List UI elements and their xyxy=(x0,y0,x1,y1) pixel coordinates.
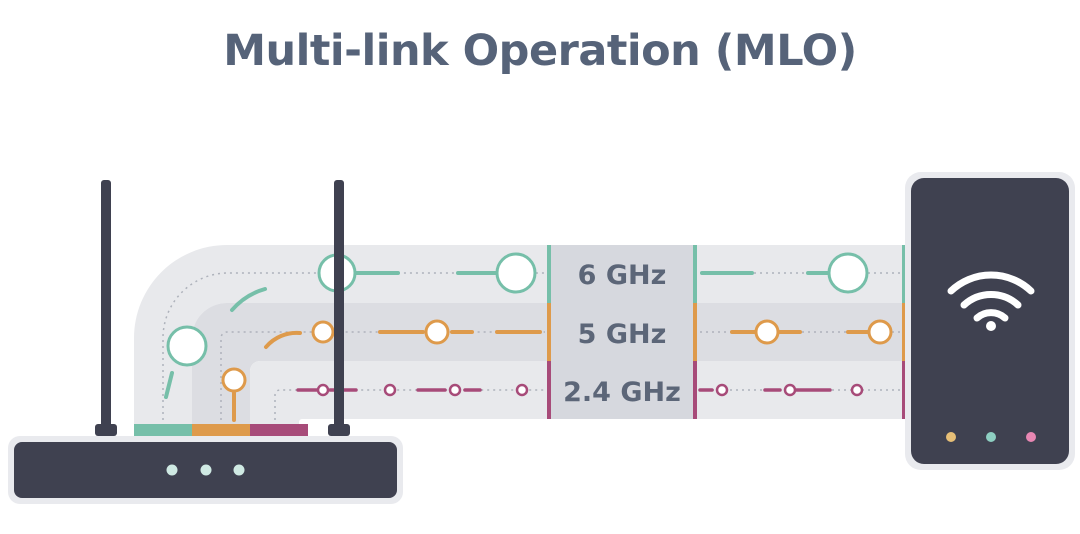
band-label-6ghz: 6 GHz xyxy=(578,260,667,291)
band-label-24ghz: 2.4 GHz xyxy=(563,377,681,408)
router-led xyxy=(200,464,212,476)
band-5ghz-track xyxy=(192,303,910,435)
packet-node xyxy=(424,319,450,345)
packet-node xyxy=(715,383,729,397)
antenna-right xyxy=(334,180,344,434)
packet-node xyxy=(783,383,797,397)
packet-node xyxy=(754,319,780,345)
packet-node xyxy=(495,252,537,294)
band-24ghz-links xyxy=(296,383,864,397)
band-6ghz-links xyxy=(164,252,869,399)
router-icon xyxy=(8,180,403,504)
packet-node xyxy=(827,252,869,294)
device-led xyxy=(1026,432,1036,442)
packet-node xyxy=(867,319,893,345)
band-6ghz-track xyxy=(134,245,910,435)
packet-node xyxy=(166,325,208,367)
packet-node xyxy=(383,383,397,397)
router-led xyxy=(233,464,245,476)
device-led xyxy=(986,432,996,442)
device-led xyxy=(946,432,956,442)
band-5ghz-links xyxy=(221,319,893,422)
band-label-box xyxy=(549,245,695,419)
packet-node xyxy=(316,383,330,397)
packet-node xyxy=(448,383,462,397)
antenna-left xyxy=(101,180,111,434)
page-title: Multi-link Operation (MLO) xyxy=(223,26,857,76)
packet-node xyxy=(515,383,529,397)
packet-node xyxy=(311,320,335,344)
band-label-5ghz: 5 GHz xyxy=(578,319,667,350)
packet-node xyxy=(850,383,864,397)
client-device xyxy=(902,172,1075,470)
router-led xyxy=(166,464,178,476)
wifi-icon xyxy=(947,271,1035,331)
packet-node xyxy=(221,367,247,393)
